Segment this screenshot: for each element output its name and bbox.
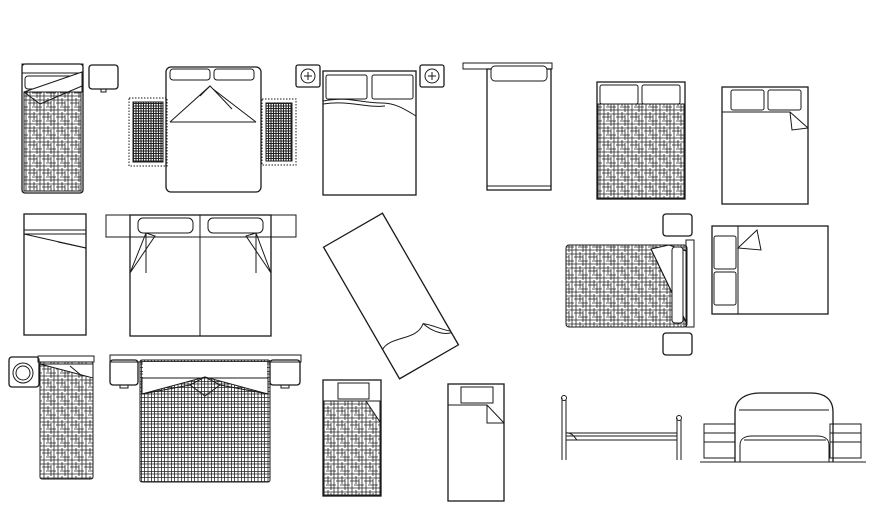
double-bed-wavy-cover	[322, 70, 417, 196]
nightstand-round-lamp	[8, 356, 40, 388]
single-bed-folded-sheet	[23, 213, 87, 336]
bedside-rug-right	[261, 98, 297, 166]
twin-beds-joined	[105, 214, 297, 337]
nightstand-lamp-left	[295, 64, 321, 88]
nightstand-right	[269, 359, 301, 389]
double-bed-folded-sheet	[165, 66, 262, 193]
nightstand	[88, 64, 119, 93]
double-bed-folded-corner	[721, 86, 809, 205]
bedside-rug-left	[128, 97, 168, 167]
single-bed-folded-corner	[447, 383, 505, 502]
nightstand-left	[109, 359, 139, 389]
double-bed-plaid-quilt	[596, 81, 686, 200]
single-bed-plaid-quilt	[21, 63, 84, 194]
single-bed-headboard	[462, 62, 553, 191]
bed-front-elevation	[700, 392, 866, 463]
side-double-bed-plaid	[565, 213, 695, 356]
nightstand-lamp-right	[419, 64, 445, 88]
side-double-bed-folded	[711, 225, 829, 315]
double-bed-plaid-large	[109, 354, 302, 483]
bed-side-elevation	[561, 395, 682, 460]
single-bed-plaid-quilt-2	[37, 355, 95, 480]
rotated-single-bed	[322, 212, 460, 380]
small-single-bed-plaid	[322, 379, 382, 497]
